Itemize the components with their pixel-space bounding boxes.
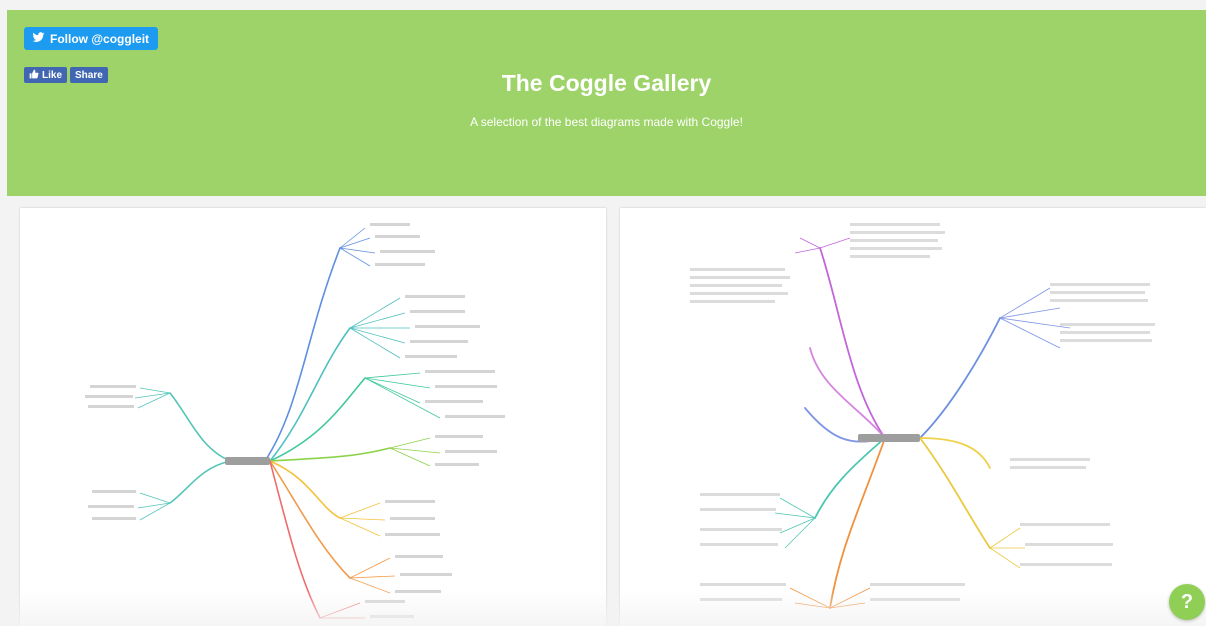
like-button[interactable]: Like <box>24 67 68 83</box>
help-button[interactable]: ? <box>1169 584 1205 620</box>
share-button[interactable]: Share <box>70 67 108 83</box>
twitter-bird-icon <box>32 31 45 47</box>
mindmap-thumbnail-image <box>690 223 1155 609</box>
page-title: The Coggle Gallery <box>501 70 712 96</box>
diagram-card[interactable] <box>620 208 1206 626</box>
share-label: Share <box>75 69 103 81</box>
thumbs-up-icon <box>29 69 39 82</box>
mindmap-thumbnail-image <box>85 223 505 619</box>
diagram-card[interactable] <box>20 208 606 626</box>
help-icon: ? <box>1180 590 1194 613</box>
page-subtitle: A selection of the best diagrams made wi… <box>470 115 743 129</box>
follow-label: Follow @coggleit <box>50 31 150 46</box>
facebook-buttons: Like Share <box>24 67 108 83</box>
follow-twitter-button[interactable]: Follow @coggleit <box>24 27 159 50</box>
gallery-header: Follow @coggleit Like Share The Coggle G… <box>7 10 1206 196</box>
like-label: Like <box>42 69 63 81</box>
